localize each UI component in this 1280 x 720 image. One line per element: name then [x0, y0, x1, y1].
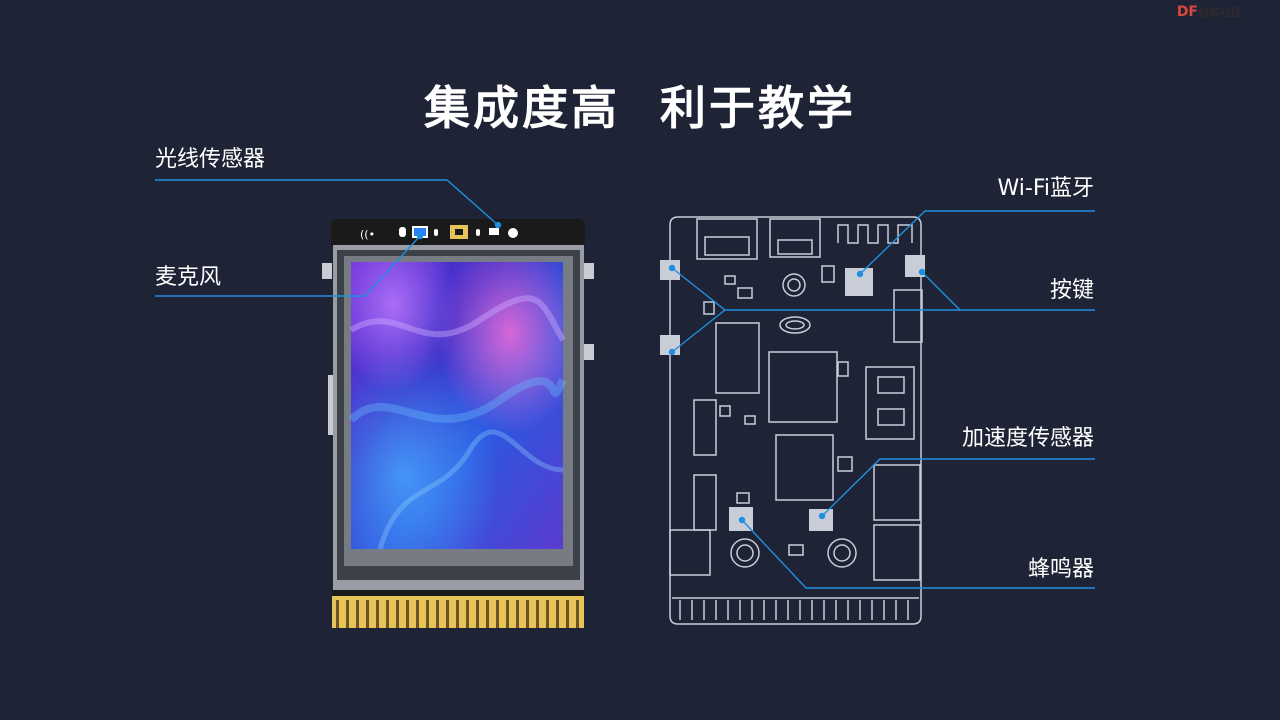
gold-finger-gap — [556, 600, 559, 628]
gold-fingers — [336, 600, 579, 628]
gold-finger-gap — [436, 600, 439, 628]
watermark-logo: DF创客社区 — [1176, 4, 1242, 20]
gold-finger-gap — [456, 600, 459, 628]
label-light-sensor: 光线传感器 — [155, 147, 266, 172]
gold-finger-gap — [406, 600, 409, 628]
callout-lines — [155, 179, 1095, 589]
gold-finger-gap — [546, 600, 549, 628]
gold-finger-gap — [416, 600, 419, 628]
gold-finger-gap — [526, 600, 529, 628]
gold-finger-gap — [476, 600, 479, 628]
gold-finger-gap — [566, 600, 569, 628]
gold-finger-gap — [516, 600, 519, 628]
gold-finger-gap — [536, 600, 539, 628]
label-button: 按键 — [1049, 278, 1094, 303]
gold-finger-gap — [376, 600, 379, 628]
device-back-board — [660, 216, 925, 625]
gold-finger-gap — [496, 600, 499, 628]
slide-title: 集成度高利于教学 — [0, 72, 1280, 138]
gold-finger-gap — [366, 600, 369, 628]
gold-finger-gap — [336, 600, 339, 628]
label-microphone: 麦克风 — [155, 265, 222, 290]
gold-finger-gap — [386, 600, 389, 628]
gold-finger-gap — [506, 600, 509, 628]
gold-finger-gap — [486, 600, 489, 628]
gold-finger-gap — [356, 600, 359, 628]
device-front: ((• — [322, 219, 594, 628]
gold-finger-gap — [466, 600, 469, 628]
gold-finger-gap — [346, 600, 349, 628]
svg-text:((•: ((• — [360, 228, 375, 241]
label-wifi-bluetooth: Wi-Fi蓝牙 — [997, 176, 1095, 201]
title-part-2: 利于教学 — [660, 81, 856, 135]
gold-finger-gap — [396, 600, 399, 628]
gold-finger-gap — [446, 600, 449, 628]
title-part-1: 集成度高 — [424, 81, 620, 135]
label-accelerometer: 加速度传感器 — [961, 426, 1094, 451]
label-buzzer: 蜂鸣器 — [1027, 557, 1094, 582]
gold-finger-gap — [426, 600, 429, 628]
gold-finger-gap — [576, 600, 579, 628]
